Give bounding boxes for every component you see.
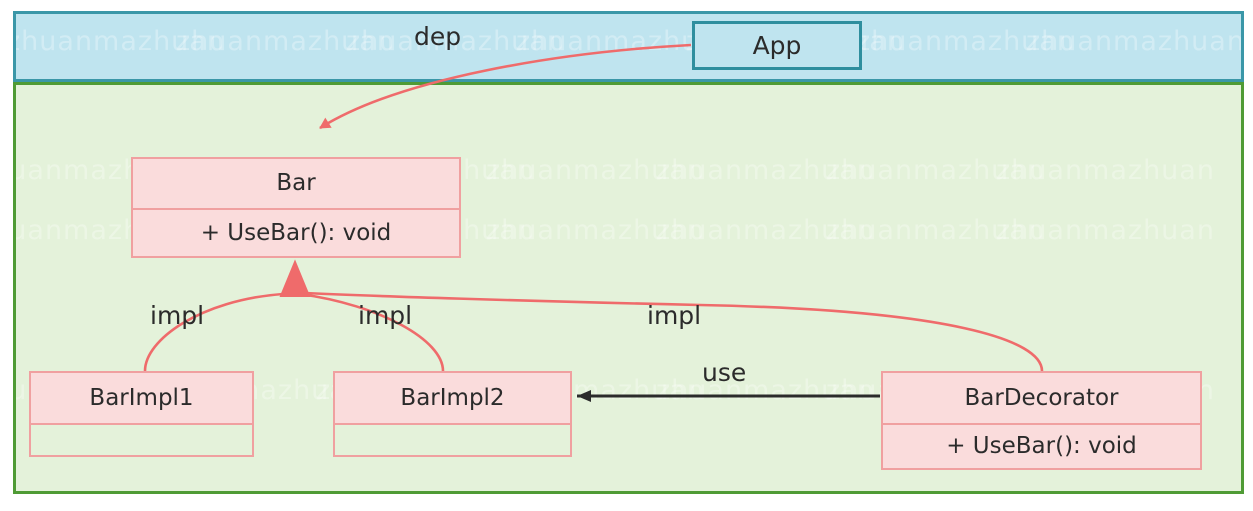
watermark-text: zhuanmazhuan xyxy=(856,26,1075,57)
watermark-text: zhuanmazhuan xyxy=(656,215,875,246)
class-member-bar-usebar: + UseBar(): void xyxy=(133,208,459,256)
class-name-app: App xyxy=(752,31,802,60)
watermark-layer: zhuanmazhuan zhuanmazhuan zhuanmazhuan z… xyxy=(16,14,1241,79)
watermark-text: zhuanmazhuan xyxy=(1026,26,1241,57)
class-box-bar[interactable]: Bar + UseBar(): void xyxy=(131,157,461,258)
edge-label-use: use xyxy=(702,358,747,387)
class-name-barimpl1: BarImpl1 xyxy=(31,373,252,423)
class-box-barimpl2[interactable]: BarImpl2 xyxy=(333,371,572,457)
class-box-bardecorator[interactable]: BarDecorator + UseBar(): void xyxy=(881,371,1202,470)
package-app: zhuanmazhuan zhuanmazhuan zhuanmazhuan z… xyxy=(13,11,1244,82)
edge-label-impl-barimpl2: impl xyxy=(358,301,413,330)
watermark-text: zhuanmazhuan xyxy=(486,215,705,246)
watermark-text: zhuanmazhuan xyxy=(656,155,875,186)
class-box-app[interactable]: App xyxy=(692,21,862,70)
watermark-text: zhuanmazhuan xyxy=(996,155,1215,186)
class-name-bardecorator: BarDecorator xyxy=(964,384,1119,411)
edge-label-impl-barimpl1: impl xyxy=(150,301,205,330)
edge-label-impl-bardecorator: impl xyxy=(647,301,702,330)
watermark-text: zhuanmazhuan xyxy=(996,215,1215,246)
watermark-text: zhuanmazhuan xyxy=(486,155,705,186)
class-members-barimpl1 xyxy=(31,423,252,455)
watermark-text: zhuanmazhuan xyxy=(826,155,1045,186)
watermark-text: zhuanmazhuan xyxy=(16,26,225,57)
class-members-barimpl2 xyxy=(335,423,570,455)
watermark-text: zhuanmazhuan xyxy=(176,26,395,57)
watermark-text: zhuanmazhuan xyxy=(826,215,1045,246)
class-name-bar: Bar xyxy=(276,170,316,196)
class-member-bardecorator-usebar: + UseBar(): void xyxy=(883,423,1200,468)
class-box-barimpl1[interactable]: BarImpl1 xyxy=(29,371,254,457)
class-name-barimpl2: BarImpl2 xyxy=(335,373,570,423)
watermark-text: zhuanmazhuan xyxy=(656,375,875,406)
edge-label-dep: dep xyxy=(414,22,462,51)
